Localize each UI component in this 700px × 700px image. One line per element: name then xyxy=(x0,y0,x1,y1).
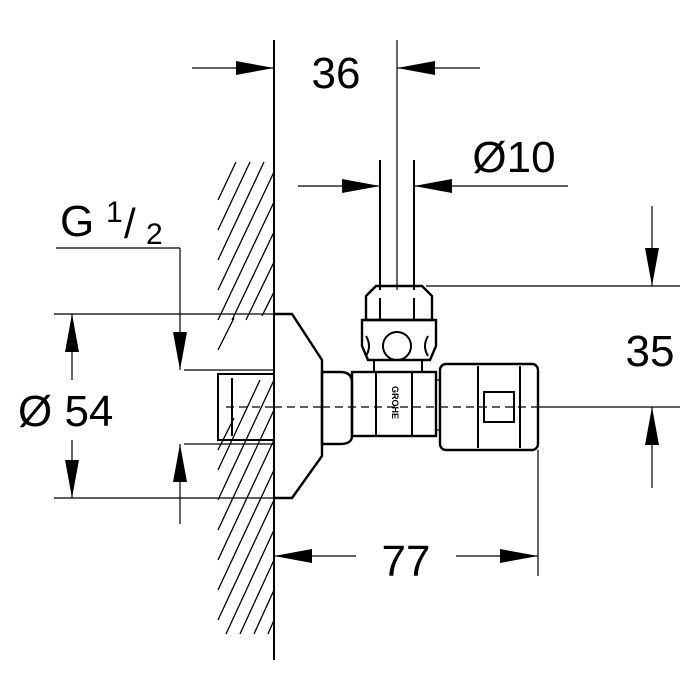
wall-hatching xyxy=(217,161,275,635)
valve-body: GROHE xyxy=(320,370,438,446)
dim-thread-denominator: 2 xyxy=(146,218,163,251)
dim-54-label: Ø 54 xyxy=(18,387,113,436)
dim-35-label: 35 xyxy=(626,327,675,376)
brand-mark: GROHE xyxy=(390,386,400,419)
dimension-35: 35 xyxy=(426,206,680,488)
dim-10-label: Ø10 xyxy=(472,133,555,182)
dimension-77: 77 xyxy=(274,450,539,586)
dimension-36: 36 xyxy=(192,49,480,98)
dim-77-label: 77 xyxy=(382,537,431,586)
compression-nut xyxy=(360,284,438,373)
dimension-thread-g-half: G 1 / 2 xyxy=(56,196,187,524)
threaded-stub xyxy=(184,369,275,445)
escutcheon-rosette xyxy=(274,312,324,500)
dim-thread-slash: / xyxy=(124,200,136,247)
dim-thread-prefix: G xyxy=(60,197,94,246)
dimension-diameter-54: Ø 54 xyxy=(18,313,274,499)
dim-thread-numerator: 1 xyxy=(106,196,123,229)
valve-handle xyxy=(436,362,540,452)
dim-36-label: 36 xyxy=(312,49,361,98)
dimension-diameter-10: Ø10 xyxy=(298,133,568,193)
